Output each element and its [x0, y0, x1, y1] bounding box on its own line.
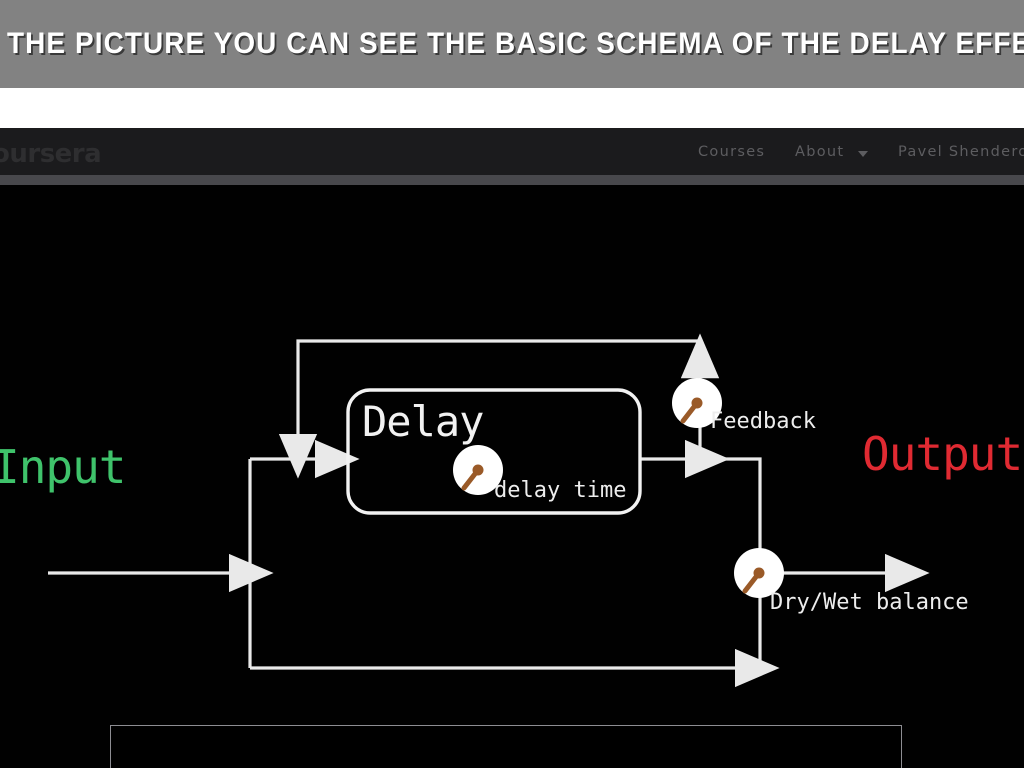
- browser-window: oursera Courses About Pavel Shendero: [0, 128, 1024, 768]
- wire-feedback-return: [278, 339, 700, 479]
- slide-canvas: Input Output Delay delay time Feedback D…: [0, 185, 1024, 768]
- nav-link-user-account[interactable]: Pavel Shendero: [898, 144, 1024, 160]
- input-label: Input: [0, 440, 126, 494]
- delay-schema-diagram: [48, 333, 930, 688]
- coursera-logo[interactable]: oursera: [0, 139, 102, 169]
- feedback-knob[interactable]: [672, 378, 722, 428]
- delay-time-knob[interactable]: [453, 445, 503, 495]
- chevron-down-icon[interactable]: [858, 151, 868, 157]
- nav-link-courses[interactable]: Courses: [698, 144, 766, 160]
- wire-wet-path: [700, 457, 762, 668]
- output-label: Output: [862, 427, 1023, 481]
- delay-block: [346, 388, 642, 515]
- navbar-underline: [0, 175, 1024, 185]
- delay-time-knob-label: delay time: [494, 478, 627, 503]
- delay-block-label: Delay: [362, 397, 484, 446]
- coursera-navbar: oursera Courses About Pavel Shendero: [0, 128, 1024, 175]
- waveform-panel: [110, 725, 902, 768]
- white-gap: [0, 88, 1024, 128]
- caption-banner: ON THE PICTURE YOU CAN SEE THE BASIC SCH…: [0, 0, 1024, 88]
- dry-wet-knob-label: Dry/Wet balance: [770, 590, 969, 615]
- dry-wet-knob[interactable]: [734, 548, 784, 598]
- nav-link-about[interactable]: About: [795, 144, 845, 160]
- caption-text: ON THE PICTURE YOU CAN SEE THE BASIC SCH…: [0, 27, 1024, 60]
- feedback-knob-label: Feedback: [710, 409, 816, 434]
